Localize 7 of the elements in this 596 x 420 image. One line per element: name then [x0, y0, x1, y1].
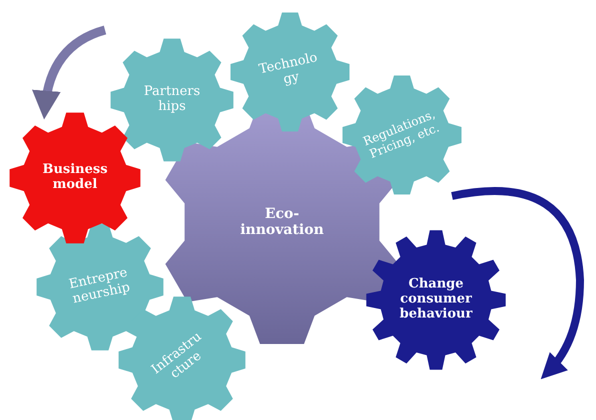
gear-label: Change consumer behaviour [398, 278, 474, 322]
gear-label: Partners hips [142, 85, 202, 115]
gear-label: Eco- innovation [239, 206, 325, 238]
curved-arrow [32, 26, 106, 120]
gear-label: Technolo gy [256, 49, 320, 90]
gear-label: Business model [41, 163, 109, 193]
gear-label: Entrepre neurship [66, 264, 132, 309]
